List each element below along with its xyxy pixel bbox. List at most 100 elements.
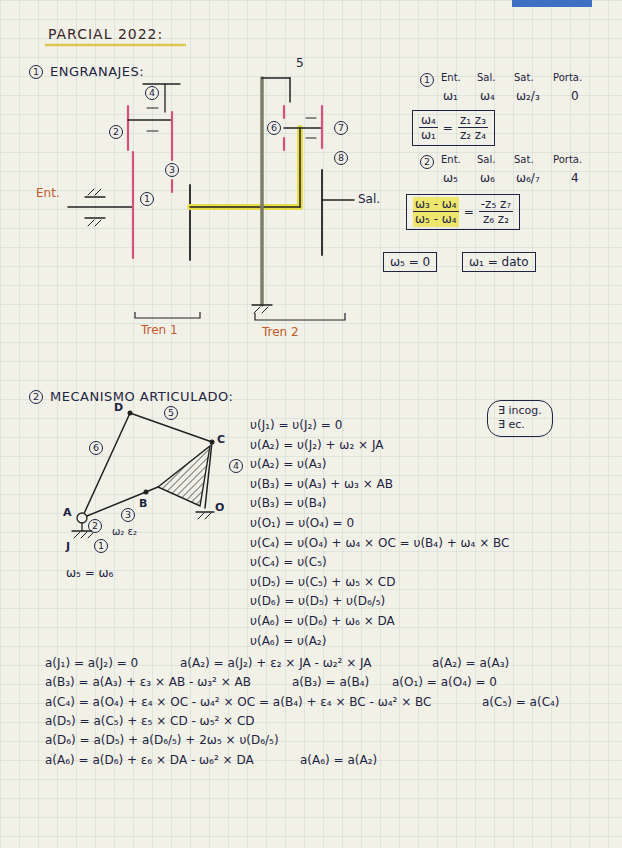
annotation: υ(D₆) = υ(D₅) + υ(D₆/₅) xyxy=(250,594,385,608)
annotation: υ(D₅) = υ(C₅) + ω₅ × CD xyxy=(250,575,395,589)
linkage-part xyxy=(82,487,158,518)
denominator: z₆ z₂ xyxy=(481,212,511,226)
linkage-part xyxy=(81,532,87,538)
linkage xyxy=(72,411,215,539)
annotation: υ(A₆) = υ(A₂) xyxy=(250,634,326,648)
gear-train-2-part xyxy=(283,106,285,118)
annotation: Ent. xyxy=(441,72,461,84)
number: 1 xyxy=(98,541,104,551)
number: 6 xyxy=(93,443,99,453)
number: 3 xyxy=(125,510,131,520)
gear-train-1-part xyxy=(164,84,165,112)
gear-train-1-part xyxy=(68,206,133,208)
gear-train-1-part xyxy=(85,217,105,218)
denominator: ω₅ - ω₄ xyxy=(413,212,459,226)
gear-train-2-part xyxy=(321,106,323,148)
formula-box: ω₅ = 0 xyxy=(383,252,437,272)
annotation: a(C₄) = a(O₄) + ε₄ × OC - ω₄² × OC = a(B… xyxy=(45,695,431,709)
numerator: z₁ z₃ xyxy=(458,113,488,128)
annotation: Sal. xyxy=(477,154,495,166)
gear-train-1-part xyxy=(88,189,94,195)
fraction: ω₄ω₁ xyxy=(419,113,438,143)
fraction: ω₃ - ω₄ω₅ - ω₄ xyxy=(413,197,459,227)
number: 5 xyxy=(168,408,174,418)
number: 1 xyxy=(33,67,39,77)
annotation: C xyxy=(217,433,225,446)
annotation: ω₁ xyxy=(443,89,458,103)
annotation: Sal. xyxy=(358,192,380,206)
linkage-part xyxy=(144,490,149,495)
annotation: υ(C₄) = υ(C₅) xyxy=(250,555,327,569)
gear-train-2-part xyxy=(190,204,300,210)
gear-train-1-part xyxy=(127,106,129,150)
gear-train-1-part xyxy=(171,112,173,160)
gear-train-2-part xyxy=(299,128,301,207)
numerator: -z₅ z₇ xyxy=(479,197,513,212)
gear-train-1-part xyxy=(143,83,180,84)
annotation: 4 xyxy=(571,171,579,185)
annotation: MECANISMO ARTICULADO: xyxy=(50,389,233,405)
number: 4 xyxy=(233,461,239,471)
linkage-part xyxy=(81,523,82,531)
formula-box: ω₄ω₁ = z₁ z₃z₂ z₄ xyxy=(412,110,495,146)
annotation: J xyxy=(66,540,70,553)
gear-train-2-part xyxy=(321,170,323,255)
annotation: a(O₁) = a(O₄) = 0 xyxy=(392,675,497,689)
linkage-part xyxy=(210,440,215,445)
fraction: -z₅ z₇z₆ z₂ xyxy=(479,197,513,227)
number: 2 xyxy=(33,392,39,402)
gear-train-2-part xyxy=(306,118,316,119)
annotation: a(C₅) = a(C₄) xyxy=(482,695,560,709)
linkage-part xyxy=(72,530,92,531)
heading-underline-part xyxy=(45,44,186,47)
annotation: 5 xyxy=(296,56,304,70)
gear-train-2-part xyxy=(190,206,300,208)
annotation: A xyxy=(63,506,72,519)
gear-train-1 xyxy=(68,84,190,260)
fraction: z₁ z₃z₂ z₄ xyxy=(458,113,488,143)
number: 2 xyxy=(92,521,98,531)
gear-train-2-part xyxy=(262,77,290,79)
annotation: ω₆/₇ xyxy=(516,171,540,185)
gear-train-1-part xyxy=(85,196,105,197)
annotation: υ(J₁) = υ(J₂) = 0 xyxy=(250,418,342,432)
annotation: a(B₃) = a(B₄) xyxy=(292,675,369,689)
annotation: a(J₁) = a(J₂) = 0 xyxy=(45,656,138,670)
linkage-part xyxy=(158,446,210,506)
gear-train-1-part xyxy=(171,180,173,192)
gear-train-2-part xyxy=(260,78,264,305)
annotation: ω₆ xyxy=(480,171,495,185)
formula-box: ω₁ = dato xyxy=(462,252,536,272)
bracket-part xyxy=(135,312,200,318)
annotation: D xyxy=(114,401,123,414)
annotation: Sat. xyxy=(514,72,534,84)
heading-underline xyxy=(45,44,186,47)
numerator: ω₄ xyxy=(419,113,438,128)
linkage-part xyxy=(205,513,211,519)
annotation: ω₂/₃ xyxy=(516,89,540,103)
annotation: a(A₂) = a(J₂) + ε₂ × JA - ω₂² × JA xyxy=(180,656,372,670)
formula-row: ω₄ω₁ = z₁ z₃z₂ z₄ xyxy=(419,113,488,143)
gear-train-2-part xyxy=(306,138,316,139)
page-title: PARCIAL 2022: xyxy=(48,26,163,42)
number: 2 xyxy=(113,127,119,137)
annotation: 0 xyxy=(571,89,579,103)
gear-train-1-part xyxy=(88,220,94,226)
annotation: Porta. xyxy=(553,72,582,84)
annotation: a(D₆) = a(D₅) + a(D₆/₅) + 2ω₅ × υ(D₆/₅) xyxy=(45,733,279,747)
equals-sign: = xyxy=(443,121,453,135)
node-text: ω₅ = 0 xyxy=(390,255,430,269)
annotation: Porta. xyxy=(553,154,582,166)
formula-box: ω₃ - ω₄ω₅ - ω₄=-z₅ z₇z₆ z₂ xyxy=(406,194,520,230)
linkage-part xyxy=(74,532,80,538)
annotation: υ(A₂) = υ(J₂) + ω₂ × JA xyxy=(250,438,383,452)
annotation: υ(A₆) = υ(D₆) + ω₆ × DA xyxy=(250,614,395,628)
annotation: υ(A₂) = υ(A₃) xyxy=(250,457,326,471)
annotation: ω₅ xyxy=(443,171,458,185)
gear-train-2-part xyxy=(289,78,291,102)
node-text: ∃ ec. xyxy=(498,418,542,432)
annotation: Ent. xyxy=(36,186,60,200)
annotation: a(D₅) = a(C₅) + ε₅ × CD - ω₅² × CD xyxy=(45,714,255,728)
